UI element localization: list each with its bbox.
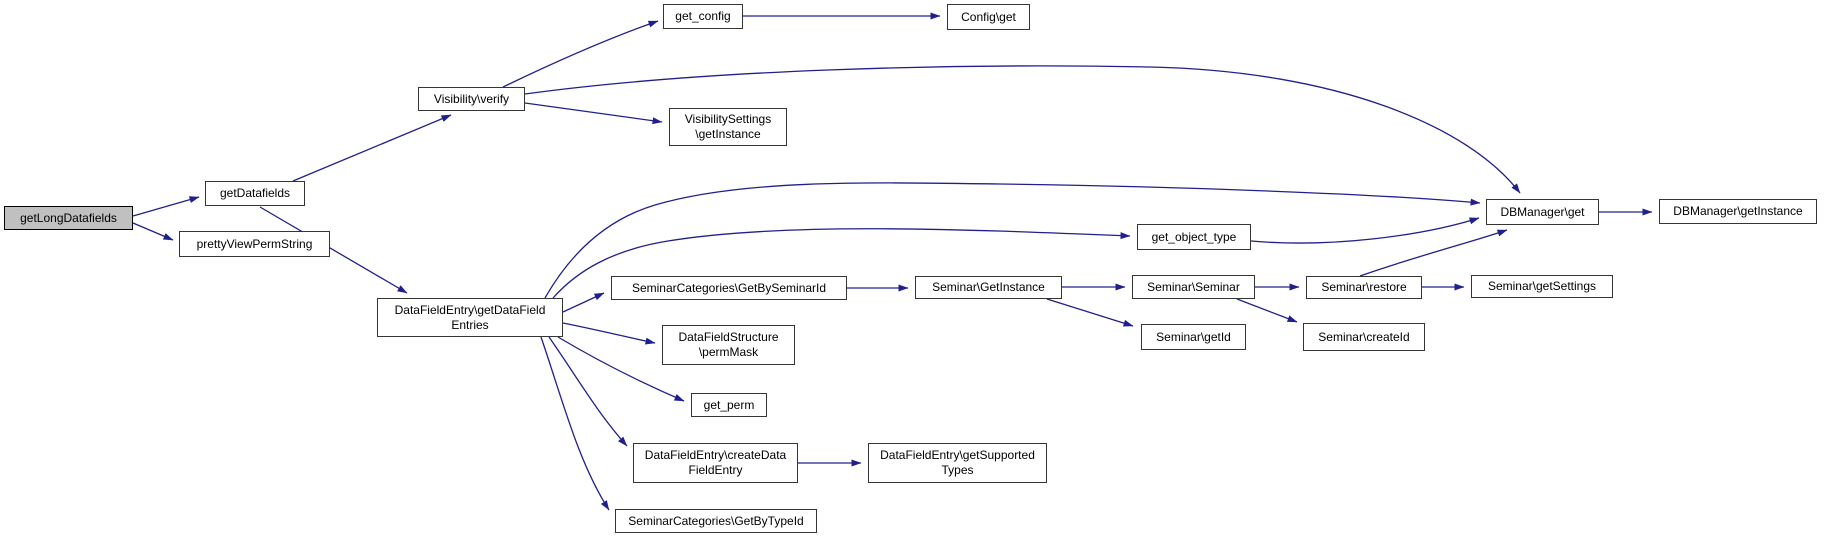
edge-getLongDatafields-to-prettyViewPermString bbox=[132, 222, 174, 241]
node-dbmanager_get[interactable]: DBManager\get bbox=[1486, 199, 1599, 225]
node-dbmanager_getinstance[interactable]: DBManager\getInstance bbox=[1659, 199, 1817, 224]
edge-datafieldentry_getdatafieldentries-to-get_perm bbox=[557, 336, 685, 402]
edge-seminar_restore-to-dbmanager_get bbox=[1359, 229, 1508, 277]
edge-datafieldentry_getdatafieldentries-to-datafieldentry_createdatafieldentry bbox=[548, 336, 628, 447]
node-seminarcategories_getbytypeid[interactable]: SeminarCategories\GetByTypeId bbox=[615, 509, 817, 533]
edge-datafieldentry_getdatafieldentries-to-seminarcategories_getbyseminarid bbox=[562, 292, 605, 313]
node-seminar_getinstance[interactable]: Seminar\GetInstance bbox=[915, 276, 1062, 299]
edge-datafieldentry_getdatafieldentries-to-dbmanager_get bbox=[544, 182, 1481, 299]
node-seminar_seminar[interactable]: Seminar\Seminar bbox=[1132, 275, 1255, 299]
node-seminar_getid[interactable]: Seminar\getId bbox=[1141, 324, 1246, 350]
edge-visibility_verify-to-get_config bbox=[502, 20, 659, 88]
edge-getDatafields-to-visibility_verify bbox=[292, 114, 452, 182]
node-get_object_type[interactable]: get_object_type bbox=[1137, 224, 1251, 250]
node-visibilitysettings_getinstance[interactable]: VisibilitySettings \getInstance bbox=[669, 108, 787, 146]
edge-getDatafields-to-datafieldentry_getdatafieldentries bbox=[259, 206, 408, 294]
node-get_config[interactable]: get_config bbox=[663, 4, 743, 29]
node-get_perm[interactable]: get_perm bbox=[691, 393, 767, 417]
node-seminarcategories_getbyseminarid[interactable]: SeminarCategories\GetBySeminarId bbox=[611, 276, 847, 300]
node-seminar_restore[interactable]: Seminar\restore bbox=[1306, 276, 1422, 299]
node-datafieldstructure_permmask[interactable]: DataFieldStructure \permMask bbox=[662, 325, 795, 365]
node-seminar_getsettings[interactable]: Seminar\getSettings bbox=[1471, 275, 1613, 298]
edge-get_object_type-to-dbmanager_get bbox=[1250, 217, 1480, 244]
edge-datafieldentry_getdatafieldentries-to-datafieldstructure_permmask bbox=[562, 322, 656, 345]
edge-datafieldentry_getdatafieldentries-to-seminarcategories_getbytypeid bbox=[540, 336, 610, 511]
node-seminar_createid[interactable]: Seminar\createId bbox=[1303, 323, 1425, 351]
node-datafieldentry_createdatafieldentry[interactable]: DataFieldEntry\createData FieldEntry bbox=[633, 443, 798, 483]
edge-visibility_verify-to-dbmanager_get bbox=[524, 65, 1521, 194]
edge-seminar_getinstance-to-seminar_getid bbox=[1046, 298, 1134, 327]
node-datafieldentry_getdatafieldentries[interactable]: DataFieldEntry\getDataField Entries bbox=[377, 298, 563, 337]
node-visibility_verify[interactable]: Visibility\verify bbox=[418, 87, 525, 111]
edge-seminar_seminar-to-seminar_createid bbox=[1236, 298, 1298, 323]
node-config_get[interactable]: Config\get bbox=[947, 4, 1030, 30]
node-getLongDatafields: getLongDatafields bbox=[4, 206, 133, 230]
node-getDatafields[interactable]: getDatafields bbox=[205, 181, 305, 206]
edge-getLongDatafields-to-getDatafields bbox=[132, 196, 200, 217]
node-datafieldentry_getsupportedtypes[interactable]: DataFieldEntry\getSupported Types bbox=[868, 443, 1047, 483]
edge-datafieldentry_getdatafieldentries-to-get_object_type bbox=[552, 228, 1131, 299]
node-prettyViewPermString[interactable]: prettyViewPermString bbox=[179, 231, 330, 257]
edge-visibility_verify-to-visibilitysettings_getinstance bbox=[524, 102, 663, 125]
